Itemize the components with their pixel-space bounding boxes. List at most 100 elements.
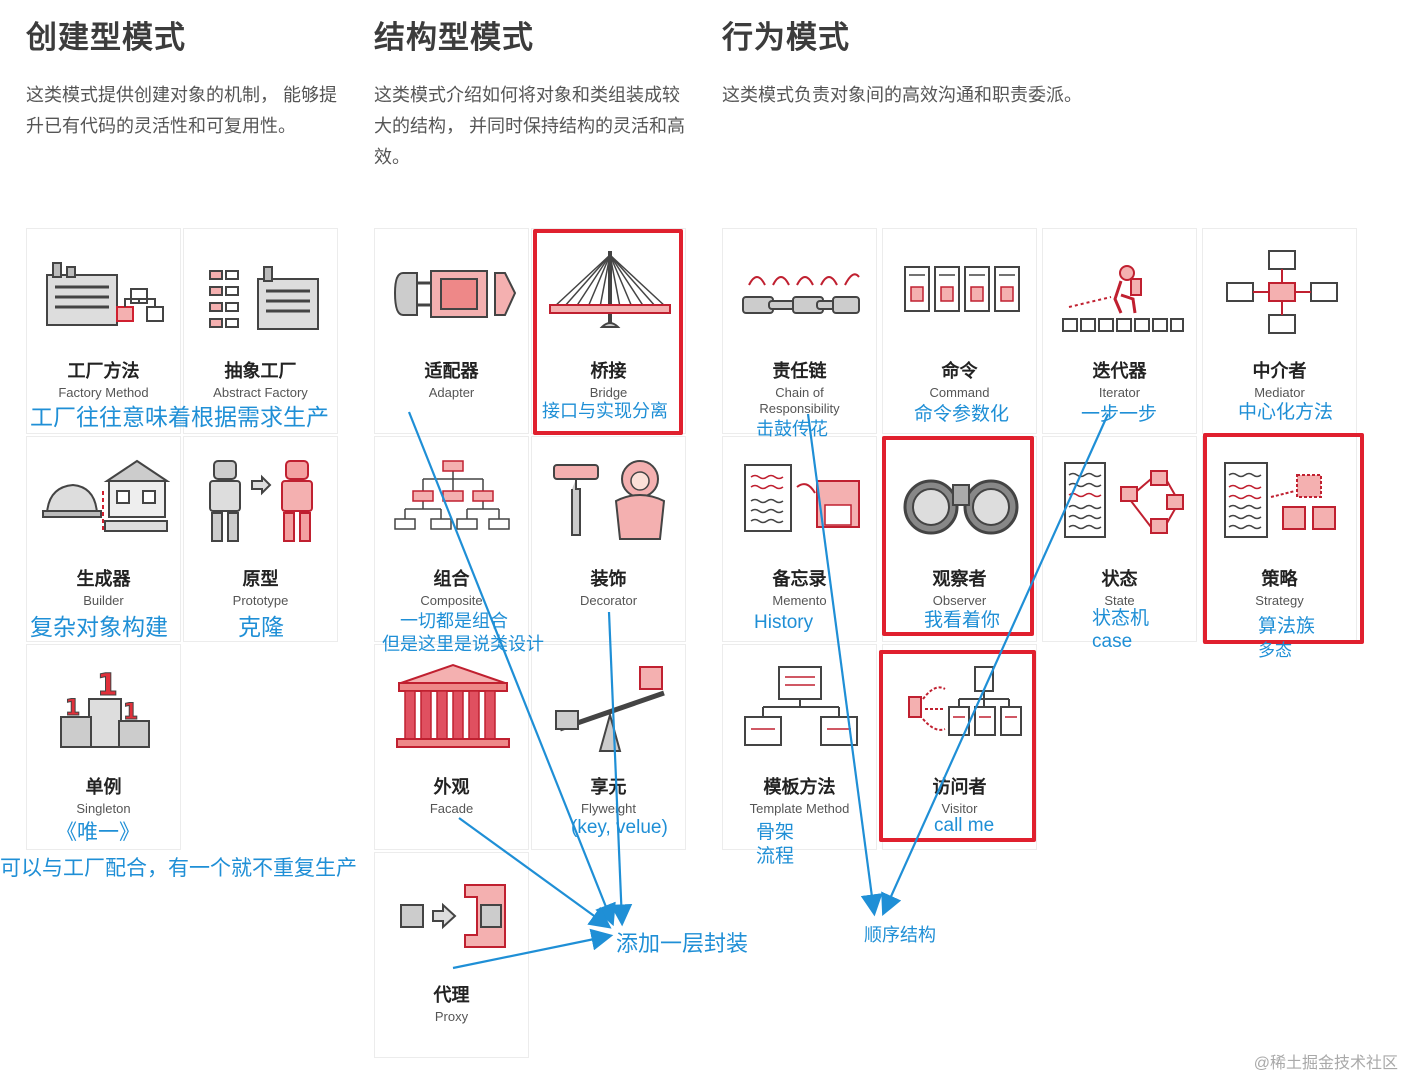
- pattern-en-name: Observer: [932, 593, 987, 608]
- desc-line: 效。: [374, 147, 410, 167]
- pattern-name: 备忘录: [772, 569, 827, 589]
- structural-title: 结构型模式: [374, 20, 534, 55]
- pattern-en-line: Chain of: [775, 385, 824, 400]
- factory-icon: [46, 262, 164, 326]
- desc-line: 升已有代码的灵活性和可复用性。: [26, 116, 296, 136]
- pattern-en-name: Builder: [83, 593, 124, 608]
- card-singleton[interactable]: 1 1 1 单例 Singleton: [26, 644, 181, 850]
- pattern-name: 迭代器: [1092, 361, 1147, 381]
- note-strategy-family: 算法族: [1258, 616, 1316, 637]
- card-memento[interactable]: 备忘录 Memento: [722, 436, 877, 642]
- note-chain: 击鼓传花: [756, 419, 828, 439]
- highlight-box-observer: [882, 436, 1034, 636]
- strategy-icon: [1224, 462, 1336, 538]
- card-prototype[interactable]: 原型 Prototype: [183, 436, 338, 642]
- pattern-en-name: Template Method: [749, 801, 850, 816]
- state-icon: [1064, 462, 1184, 538]
- card-visitor[interactable]: 访问者 Visitor: [882, 644, 1037, 850]
- pattern-name: 组合: [433, 569, 470, 589]
- card-strategy[interactable]: 策略 Strategy: [1202, 436, 1357, 642]
- svg-text:1: 1: [97, 668, 118, 703]
- seesaw-icon: [555, 666, 665, 752]
- bridge-icon: [549, 251, 671, 328]
- pattern-en-name: Composite: [420, 593, 483, 608]
- pattern-en-name: Adapter: [428, 385, 475, 400]
- pattern-en-name: Singleton: [76, 801, 131, 816]
- creational-desc: 这类模式提供创建对象的机制， 能够提 升已有代码的灵活性和可复用性。: [26, 80, 337, 142]
- pattern-name: 装饰: [590, 569, 627, 589]
- card-observer[interactable]: 观察者 Observer: [882, 436, 1037, 642]
- pattern-en-name: Proxy: [434, 1009, 469, 1024]
- watermark: @稀土掘金技术社区: [1253, 1055, 1398, 1072]
- card-chain-of-responsibility[interactable]: 责任链 Chain of Responsibility: [722, 228, 877, 434]
- pattern-en-name: State: [1104, 593, 1135, 608]
- pattern-en-name: Chain of Responsibility: [723, 385, 876, 417]
- pattern-en-name: Prototype: [232, 593, 289, 608]
- arrow-proxy-to-wrap: [452, 928, 614, 970]
- card-flyweight[interactable]: 享元 Flyweight: [531, 644, 686, 850]
- card-composite[interactable]: 组合 Composite: [374, 436, 529, 642]
- behavioral-desc: 这类模式负责对象间的高效沟通和职责委派。: [722, 80, 1082, 111]
- pattern-name: 单例: [85, 777, 122, 797]
- svg-text:1: 1: [123, 700, 138, 725]
- note-visitor: call me: [934, 815, 995, 836]
- proxy-icon: [400, 884, 506, 948]
- card-iterator[interactable]: 迭代器 Iterator: [1042, 228, 1197, 434]
- pattern-name: 中介者: [1252, 361, 1307, 381]
- behavioral-title: 行为模式: [722, 20, 850, 55]
- note-iterator: 一步一步: [1081, 404, 1158, 425]
- pattern-en-name: Flyweight: [581, 801, 636, 816]
- builder-icon: [42, 459, 170, 532]
- svg-text:1: 1: [65, 696, 80, 721]
- note-template-skeleton: 骨架: [756, 822, 795, 843]
- card-factory-method[interactable]: 工厂方法 Factory Method: [26, 228, 181, 434]
- card-decorator[interactable]: 装饰 Decorator: [531, 436, 686, 642]
- note-sequence: 顺序结构: [864, 925, 936, 945]
- card-builder[interactable]: 生成器 Builder: [26, 436, 181, 642]
- tree-icon: [394, 460, 510, 530]
- pattern-en-name: Factory Method: [58, 385, 149, 400]
- note-singleton-factory: 可以与工厂配合，有一个就不重复生产: [0, 857, 357, 880]
- pattern-en-line: Responsibility: [759, 401, 840, 416]
- pattern-name: 原型: [242, 569, 279, 589]
- card-abstract-factory[interactable]: 抽象工厂 Abstract Factory: [183, 228, 338, 434]
- card-adapter[interactable]: 适配器 Adapter: [374, 228, 529, 434]
- card-mediator[interactable]: 中介者 Mediator: [1202, 228, 1357, 434]
- card-state[interactable]: 状态 State: [1042, 436, 1197, 642]
- pattern-name: 生成器: [76, 569, 131, 589]
- podium-icon: 1 1 1: [60, 668, 150, 748]
- note-singleton-unique: 《唯一》: [56, 821, 140, 844]
- pattern-name: 模板方法: [763, 777, 836, 797]
- memento-icon: [744, 464, 860, 532]
- pattern-name: 抽象工厂: [224, 361, 297, 381]
- pattern-name: 责任链: [772, 361, 827, 381]
- abstract-factory-icon: [209, 266, 319, 330]
- note-memento: History: [754, 612, 814, 633]
- desc-line: 这类模式提供创建对象的机制， 能够提: [26, 85, 337, 105]
- card-command[interactable]: 命令 Command: [882, 228, 1037, 434]
- note-composite-class: 但是这里是说类设计: [382, 634, 544, 654]
- card-proxy[interactable]: 代理 Proxy: [374, 852, 529, 1058]
- adapter-icon: [393, 270, 517, 318]
- pattern-name: 适配器: [424, 361, 479, 381]
- card-bridge[interactable]: 桥接 Bridge: [531, 228, 686, 434]
- pattern-en-name: Decorator: [579, 593, 638, 608]
- arrow-chain-to-sequence: [806, 413, 883, 917]
- note-command: 命令参数化: [914, 404, 1010, 425]
- note-state-case: case: [1092, 631, 1133, 652]
- chain-icon: [742, 273, 860, 314]
- note-state-machine: 状态机: [1092, 608, 1150, 629]
- pattern-name: 策略: [1261, 569, 1298, 589]
- pattern-en-name: Visitor: [941, 801, 978, 816]
- pattern-name: 桥接: [590, 361, 627, 381]
- pattern-en-name: Command: [929, 385, 990, 400]
- pattern-en-name: Mediator: [1254, 385, 1305, 400]
- pattern-name: 状态: [1101, 569, 1138, 589]
- note-wrap: 添加一层封装: [616, 931, 749, 956]
- pattern-en-name: Memento: [772, 593, 827, 608]
- decorator-icon: [553, 460, 666, 540]
- card-facade[interactable]: 外观 Facade: [374, 644, 529, 850]
- note-factory: 工厂往往意味着根据需求生产: [30, 404, 329, 430]
- pattern-name: 访问者: [932, 777, 987, 797]
